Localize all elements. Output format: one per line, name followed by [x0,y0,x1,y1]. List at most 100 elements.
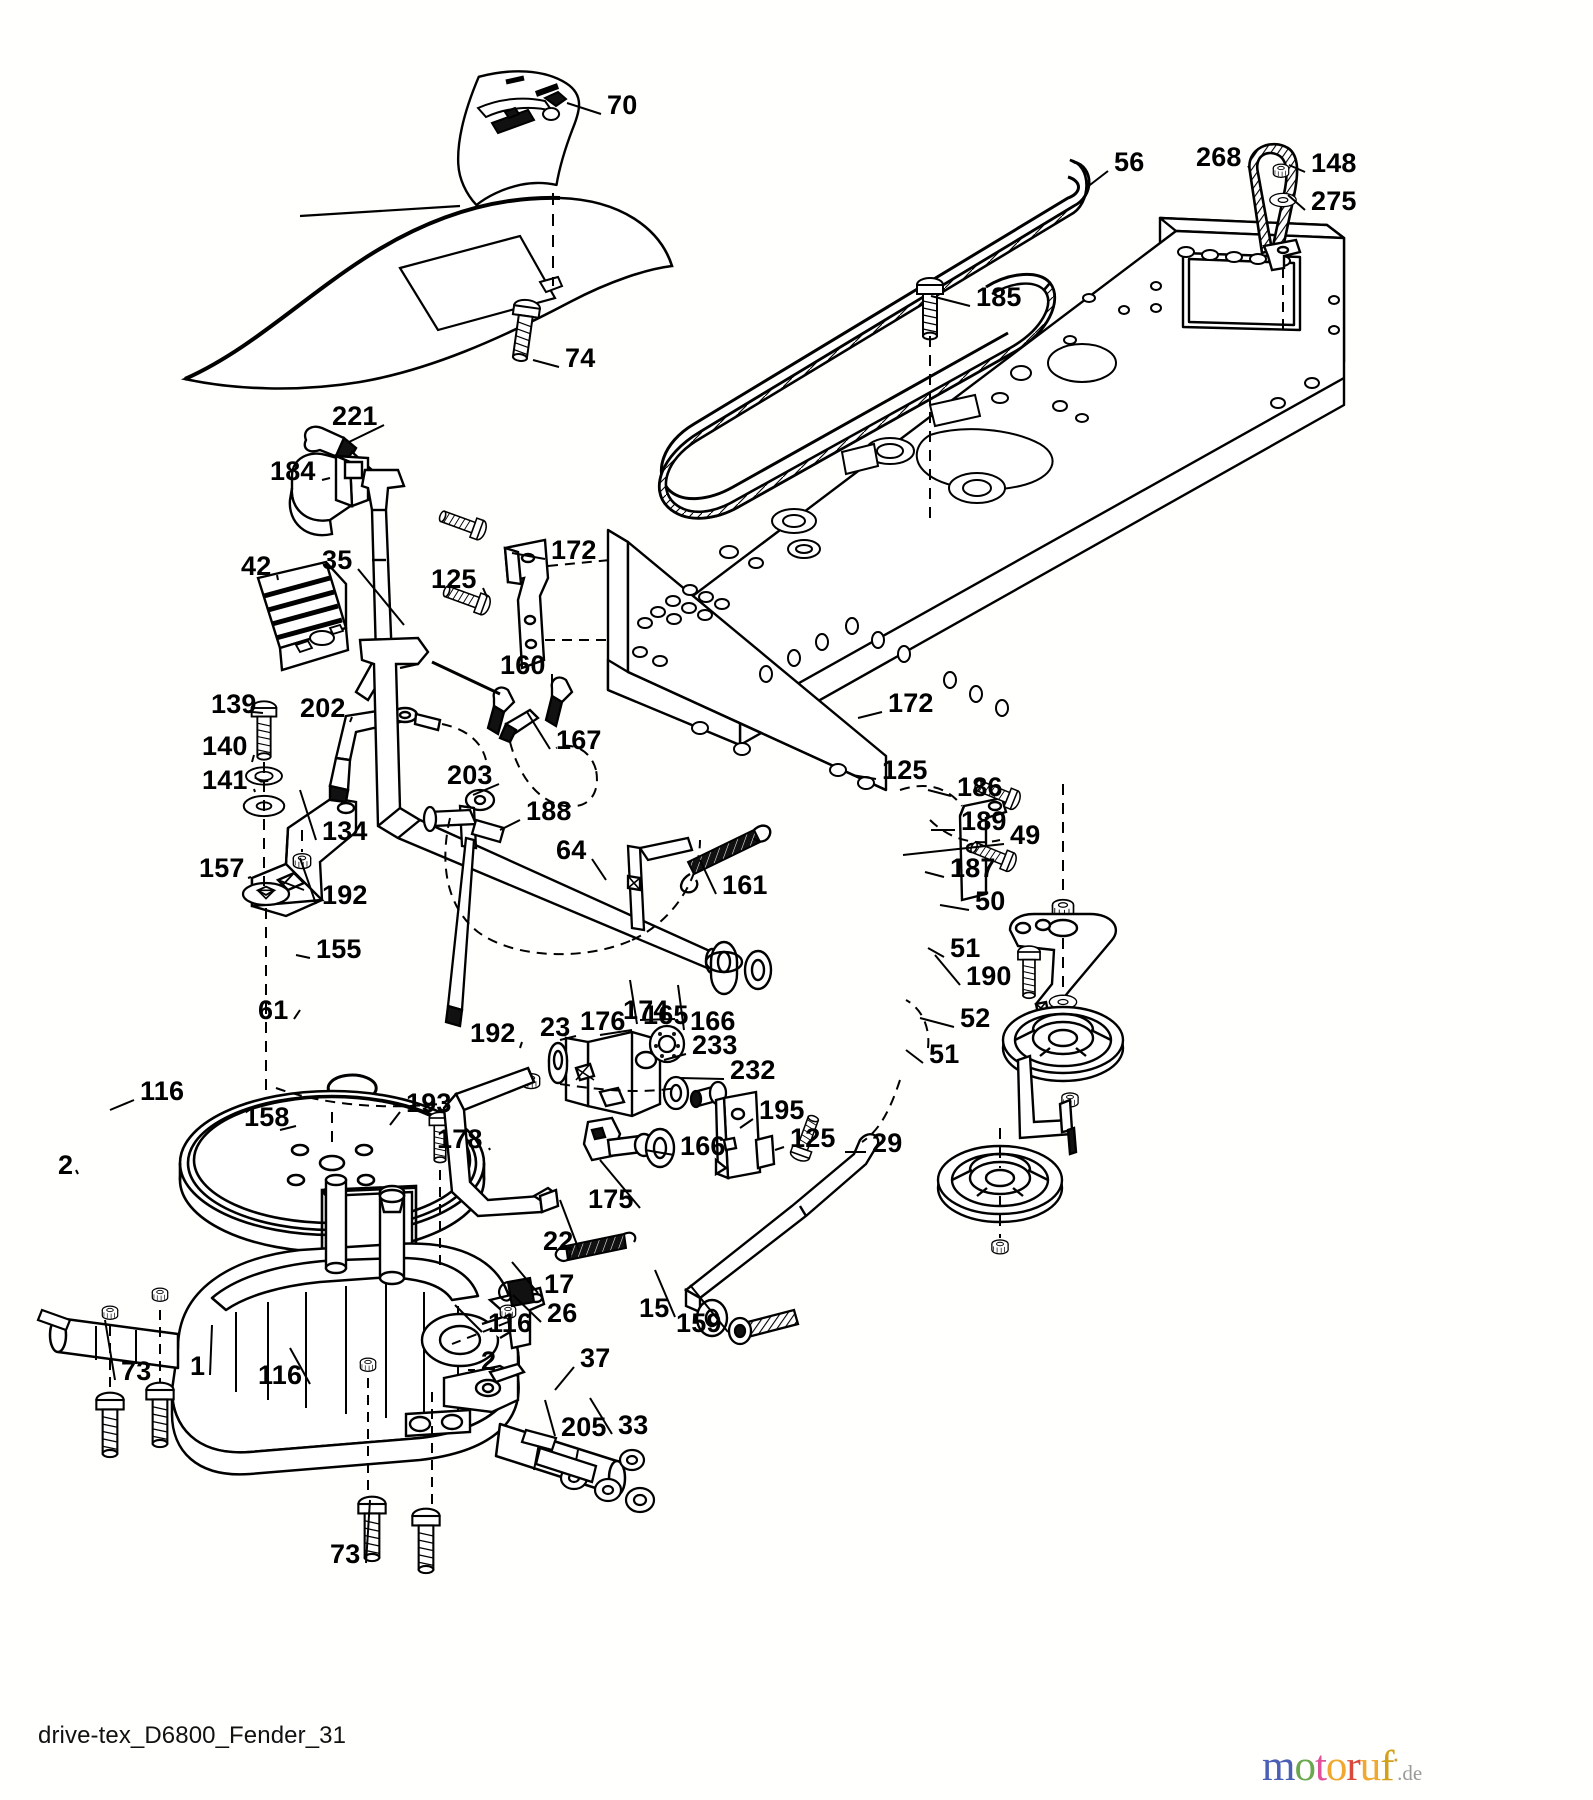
callout-134: 134 [322,816,368,846]
leader-line-268 [1247,165,1251,170]
leader-line-166 [677,984,685,1031]
callout-155: 155 [316,934,362,964]
spring-161 [679,824,772,894]
leader-line-205 [544,1399,556,1437]
callout-56: 56 [1114,147,1145,177]
callout-33: 33 [618,1410,649,1440]
bolt-159 [727,1308,800,1346]
rod-29 [683,1133,880,1314]
motoruf-watermark: motoruf•.de [1262,1742,1422,1791]
leader-line-64 [591,858,607,881]
callout-35: 35 [322,545,353,575]
leader-line-116 [109,1099,135,1111]
callout-125: 125 [882,755,928,785]
pulley-52 [936,1144,1064,1224]
callout-160: 160 [500,650,546,680]
callout-275: 275 [1311,186,1357,216]
callout-166: 166 [690,1006,736,1036]
washer-37-b [593,1477,623,1503]
gear-174 [648,1024,686,1064]
callout-187: 187 [950,853,996,883]
callout-1: 1 [190,1351,206,1381]
leader-line-1 [209,1324,213,1376]
callout-116: 116 [258,1360,303,1390]
watermark-letter: r [1346,1743,1360,1790]
callout-178: 178 [437,1124,483,1154]
leader-line-140 [251,754,255,763]
leader-line-42 [276,574,279,581]
leader-line-158 [279,1125,297,1131]
callout-64: 64 [556,835,587,865]
callout-2: 2 [58,1150,74,1180]
rod-35 [354,468,406,702]
callout-116: 116 [140,1076,185,1106]
bracket-275 [1262,238,1302,272]
leader-line-56 [1085,170,1109,189]
drive-belt-56 [658,158,1091,520]
rod-268 [1248,142,1299,264]
leader-line-187 [924,871,945,878]
leader-line-15 [654,1269,676,1318]
callout-189: 189 [961,806,1007,836]
routing-dash-a [509,741,598,808]
leader-line-148 [1288,164,1306,173]
callout-193: 193 [406,1088,452,1118]
leader-line-232 [679,1077,725,1080]
leader-line-172 [857,711,883,719]
axis-139 [263,762,303,1116]
leader-line-61 [293,1009,301,1020]
leader-line-125 [482,587,488,598]
leader-line-157 [247,876,252,879]
callout-51: 51 [929,1039,960,1069]
frame-holes [632,246,1340,790]
leader-line-166 [644,1149,675,1156]
shaft-end-bottom [534,1446,598,1484]
routing-dash-c [275,999,930,1143]
callout-51: 51 [950,933,981,963]
callout-42: 42 [241,551,272,581]
callout-232: 232 [730,1055,776,1085]
leader-line-155 [295,954,311,959]
leader-line-167 [526,711,551,750]
leader-line-190 [934,954,961,986]
bracket-195 [714,1090,776,1180]
idler-plate-190 [1016,1054,1078,1156]
callout-157: 157 [199,853,245,883]
callout-233: 233 [692,1030,738,1060]
leader-line-186 [927,789,952,797]
spring-anchor-bracket [626,836,694,932]
leader-line-23 [559,1035,577,1041]
washer-15 [695,1298,729,1338]
callout-268: 268 [1196,142,1242,172]
callout-140: 140 [202,731,248,761]
callout-37: 37 [580,1343,611,1373]
leader-line-176 [599,1029,633,1036]
callout-52: 52 [960,1003,991,1033]
callout-192: 192 [322,880,368,910]
callout-165: 165 [643,1000,689,1030]
leader-line-134 [299,789,317,841]
leader-line-165 [629,979,638,1025]
leader-line-172 [511,552,546,560]
shift-arm-175 [582,1116,655,1162]
callout-139: 139 [211,689,257,719]
transaxle-shafts [324,1173,406,1286]
watermark-tld: .de [1397,1761,1423,1785]
callout-174: 174 [623,995,669,1025]
callout-74: 74 [565,343,596,373]
bushing-23 [547,1041,569,1085]
leader-line-202 [349,716,353,723]
leader-line-192 [299,857,317,905]
leader-line-51 [905,1049,924,1064]
fender-top-detail [476,75,568,135]
callout-176: 176 [580,1006,626,1036]
callout-172: 172 [888,688,934,718]
callout-70: 70 [607,90,638,120]
key-2-a [36,1308,72,1332]
leader-line-70 [566,102,602,115]
watermark-letter: o [1294,1743,1315,1790]
callout-141: 141 [202,765,248,795]
callout-159: 159 [676,1308,722,1338]
leader-line-159 [689,1284,729,1333]
callout-116: 116 [488,1308,533,1338]
